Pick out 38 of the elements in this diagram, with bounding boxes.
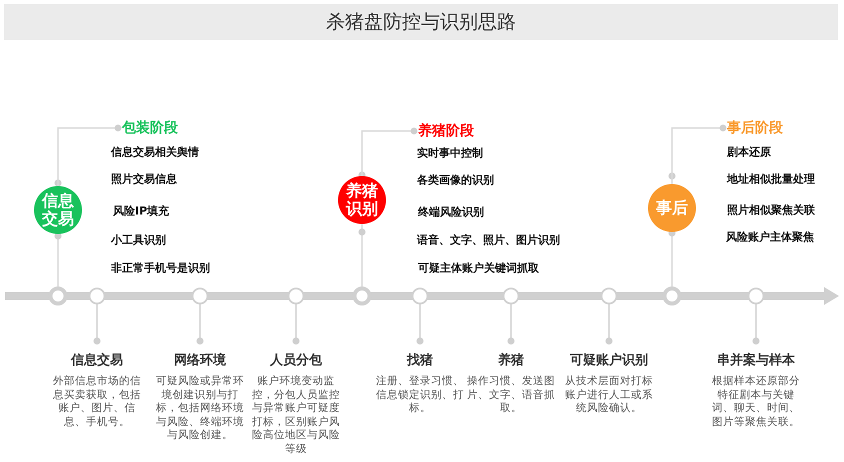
milestone-description: 账户环境变动监控，分包人员监控与异常账户可疑度打标，区别账户风险高位地区与风险等级 xyxy=(251,375,341,456)
stage-item-text: 终端风险识别 xyxy=(418,204,484,220)
milestone-title: 信息交易 xyxy=(71,352,123,369)
stage-heading: 养猪阶段 xyxy=(418,122,474,140)
milestone-description: 外部信息市场的信息买卖获取，包括账户、图片、信息、手机号。 xyxy=(52,375,142,429)
stage-item-text: 非正常手机号是识别 xyxy=(111,260,210,276)
milestone-description: 从技术层面对打标账户进行人工或系统风险确认。 xyxy=(564,375,654,416)
milestone-description: 注册、登录习惯、信息锁定识别、打标。 xyxy=(375,375,465,416)
connector-line xyxy=(361,128,418,176)
connector-line xyxy=(57,124,122,186)
milestone-title: 养猪 xyxy=(498,352,524,369)
stage-heading: 包装阶段 xyxy=(122,119,178,137)
stage-item-text: 小工具识别 xyxy=(111,232,166,248)
milestone-description: 可疑风险或异常环境创建识别与打标，包括网络环境与风险、终端环境与风险创建。 xyxy=(155,375,245,442)
stage-circle: 事后 xyxy=(648,184,696,232)
stage-item-text: 风险账户主体聚焦 xyxy=(726,230,814,244)
stage-circle: 信息交易 xyxy=(34,186,82,234)
milestone-description: 根据样本还原部分特征剧本与关键词、聊天、时间、图片等聚焦关联。 xyxy=(711,375,801,429)
stage-item-text: 信息交易相关舆情 xyxy=(111,144,199,160)
title-bar: 杀猪盘防控与识别思路 xyxy=(4,4,838,40)
stage-item-text: 各类画像的识别 xyxy=(417,172,494,188)
milestone-title: 串并案与样本 xyxy=(717,352,795,369)
stage-item-text: 风险IP填充 xyxy=(113,204,170,218)
stage-item-text: 剧本还原 xyxy=(727,144,771,160)
stage-item-text: 照片相似聚焦关联 xyxy=(727,202,815,218)
stage-item-text: 照片交易信息 xyxy=(111,172,177,186)
stage-item-text: 地址相似批量处理 xyxy=(727,172,815,186)
stage-item-text: 可疑主体账户关键词抓取 xyxy=(418,260,539,276)
milestone-title: 网络环境 xyxy=(174,352,226,369)
stage-heading: 事后阶段 xyxy=(727,119,783,137)
milestone-title: 人员分包 xyxy=(270,352,322,369)
stage-circle: 养猪识别 xyxy=(338,176,386,224)
milestone-title: 找猪 xyxy=(407,352,433,369)
stage-item-text: 语音、文字、照片、图片识别 xyxy=(417,232,560,248)
milestone-description: 操作习惯、发送图片、文字、语音抓取。 xyxy=(466,375,556,416)
milestone-title: 可疑账户识别 xyxy=(570,352,648,369)
stage-item-text: 实时事中控制 xyxy=(417,146,483,160)
connector-line xyxy=(671,124,726,184)
